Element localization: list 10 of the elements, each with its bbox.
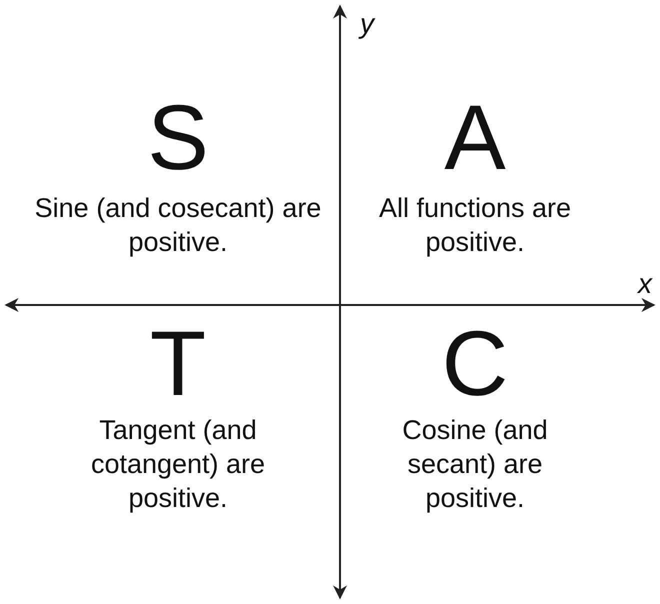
quadrant-description: Sine (and cosecant) are positive. bbox=[34, 192, 322, 259]
quadrant-letter: T bbox=[148, 318, 208, 410]
quadrant-description: Tangent (and cotangent) are positive. bbox=[90, 414, 266, 515]
quadrant-letter: A bbox=[443, 92, 507, 184]
axis-label: y bbox=[358, 10, 376, 38]
quadrant-description: Cosine (and secant) are positive. bbox=[401, 414, 549, 515]
quadrant-description: All functions are positive. bbox=[378, 192, 572, 259]
quadrant-letter: S bbox=[146, 92, 210, 184]
axis-label: x bbox=[636, 270, 654, 298]
quadrant-letter: C bbox=[440, 318, 510, 410]
